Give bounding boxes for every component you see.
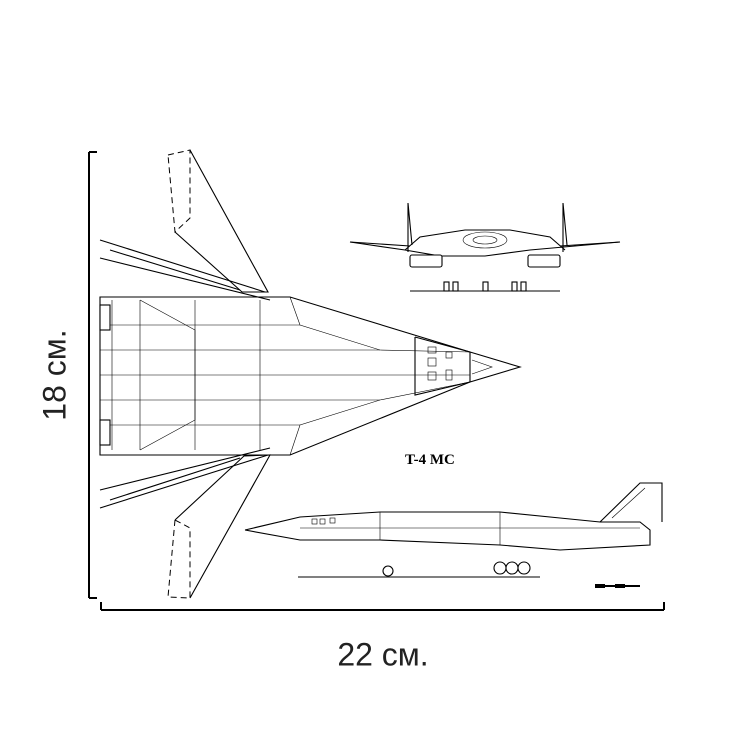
side-view [244,482,663,588]
aircraft-model-label: T-4 MC [405,452,455,468]
front-view [349,202,621,292]
width-dimension-label: 22 см. [337,636,429,673]
top-view [99,149,522,599]
height-dimension-bracket [88,151,97,599]
height-dimension-label: 18 см. [36,329,73,421]
width-dimension-bracket [100,602,665,611]
